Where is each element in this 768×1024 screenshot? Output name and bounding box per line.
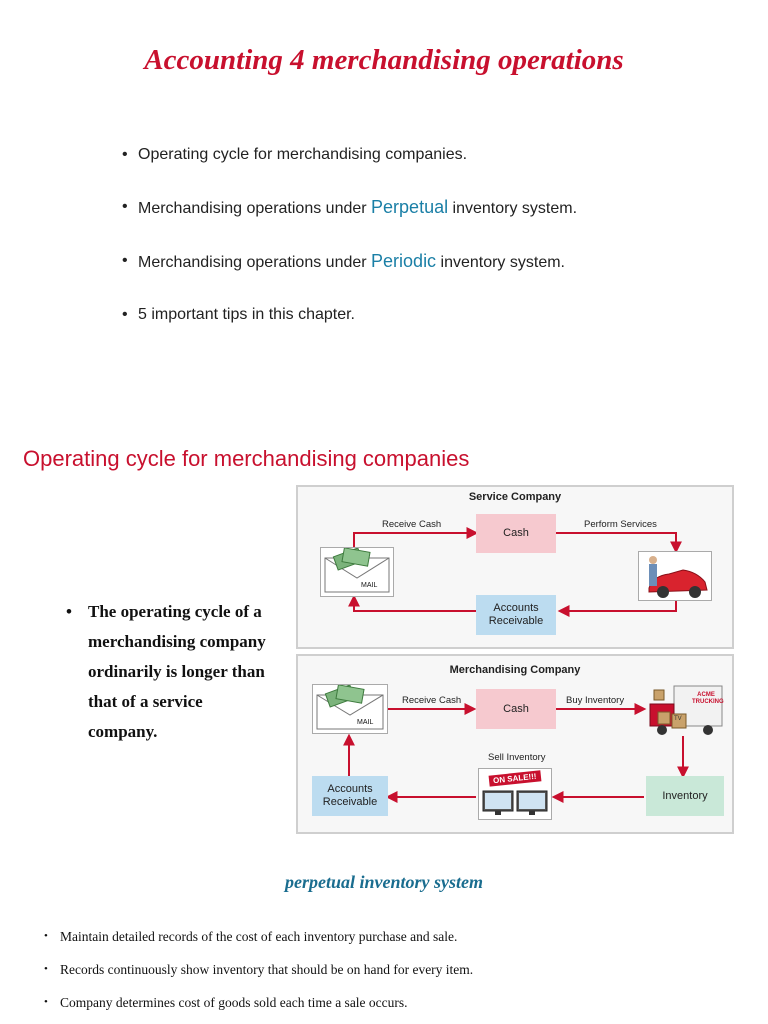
perpetual-item: Records continuously show inventory that…	[44, 953, 473, 986]
outline-text: inventory system.	[436, 254, 566, 271]
outline-item: Operating cycle for merchandising compan…	[122, 144, 577, 166]
outline-highlight-perpetual: Perpetual	[371, 197, 449, 217]
perpetual-item: Maintain detailed records of the cost of…	[44, 920, 473, 953]
service-company-diagram: Service Company Receive Cash Perform Ser…	[296, 485, 734, 649]
merchandising-company-diagram: Merchandising Company Receive Cash Buy I…	[296, 654, 734, 834]
arrow-receive-cash	[353, 527, 479, 547]
outline-text: inventory system.	[448, 200, 578, 217]
car-mechanic-icon	[638, 551, 712, 601]
outline-text: Operating cycle for merchandising compan…	[138, 146, 468, 163]
outline-text: Merchandising operations under	[138, 200, 372, 217]
accounts-receivable-box: Accounts Receivable	[312, 776, 388, 816]
accounts-receivable-box: Accounts Receivable	[476, 595, 556, 635]
service-arrows	[348, 527, 682, 617]
label-sell-inventory: Sell Inventory	[488, 752, 546, 763]
outline-list: Operating cycle for merchandising compan…	[122, 144, 577, 326]
mail-label: MAIL	[361, 582, 378, 589]
label-receive-cash: Receive Cash	[402, 695, 462, 706]
label-buy-inventory: Buy Inventory	[566, 695, 625, 706]
inventory-box: Inventory	[646, 776, 724, 816]
outline-text: Merchandising operations under	[138, 254, 372, 271]
outline-item: 5 important tips in this chapter.	[122, 304, 577, 326]
operating-cycle-bullet-list: The operating cycle of a merchandising c…	[66, 597, 276, 747]
perpetual-section-title: perpetual inventory system	[285, 872, 483, 892]
label-perform-services: Perform Services	[584, 519, 657, 530]
arrow-ar-to-mail	[348, 594, 476, 612]
mail-label: MAIL	[357, 719, 374, 726]
truck-icon: ACME TRUCKING TV	[648, 682, 724, 736]
merch-diagram-title: Merchandising Company	[449, 664, 581, 676]
truck-text: ACME TRUCKING	[692, 692, 724, 705]
mail-envelope-icon: MAIL	[312, 684, 388, 734]
outline-highlight-periodic: Periodic	[371, 251, 437, 271]
arrow-perform-services	[556, 532, 682, 554]
perpetual-list: Maintain detailed records of the cost of…	[44, 920, 473, 1019]
cash-box: Cash	[476, 689, 556, 729]
section-title: Operating cycle for merchandising compan…	[23, 446, 470, 471]
operating-cycle-bullet: The operating cycle of a merchandising c…	[66, 597, 276, 747]
outline-item: Merchandising operations under Periodic …	[122, 250, 577, 274]
service-diagram-title: Service Company	[468, 491, 562, 503]
merch-arrows	[343, 703, 689, 803]
mail-envelope-icon: MAIL	[320, 547, 394, 597]
outline-item: Merchandising operations under Perpetual…	[122, 196, 577, 220]
page-title: Accounting 4 merchandising operations	[144, 44, 624, 76]
perpetual-item: Company determines cost of goods sold ea…	[44, 986, 473, 1019]
outline-text: 5 important tips in this chapter.	[138, 306, 355, 323]
tv-box-label: TV	[674, 716, 682, 722]
arrow-to-ar	[557, 601, 677, 617]
label-receive-cash: Receive Cash	[382, 519, 442, 530]
cash-box: Cash	[476, 514, 556, 553]
tv-sale-icon: ON SALE!!!	[478, 768, 552, 820]
